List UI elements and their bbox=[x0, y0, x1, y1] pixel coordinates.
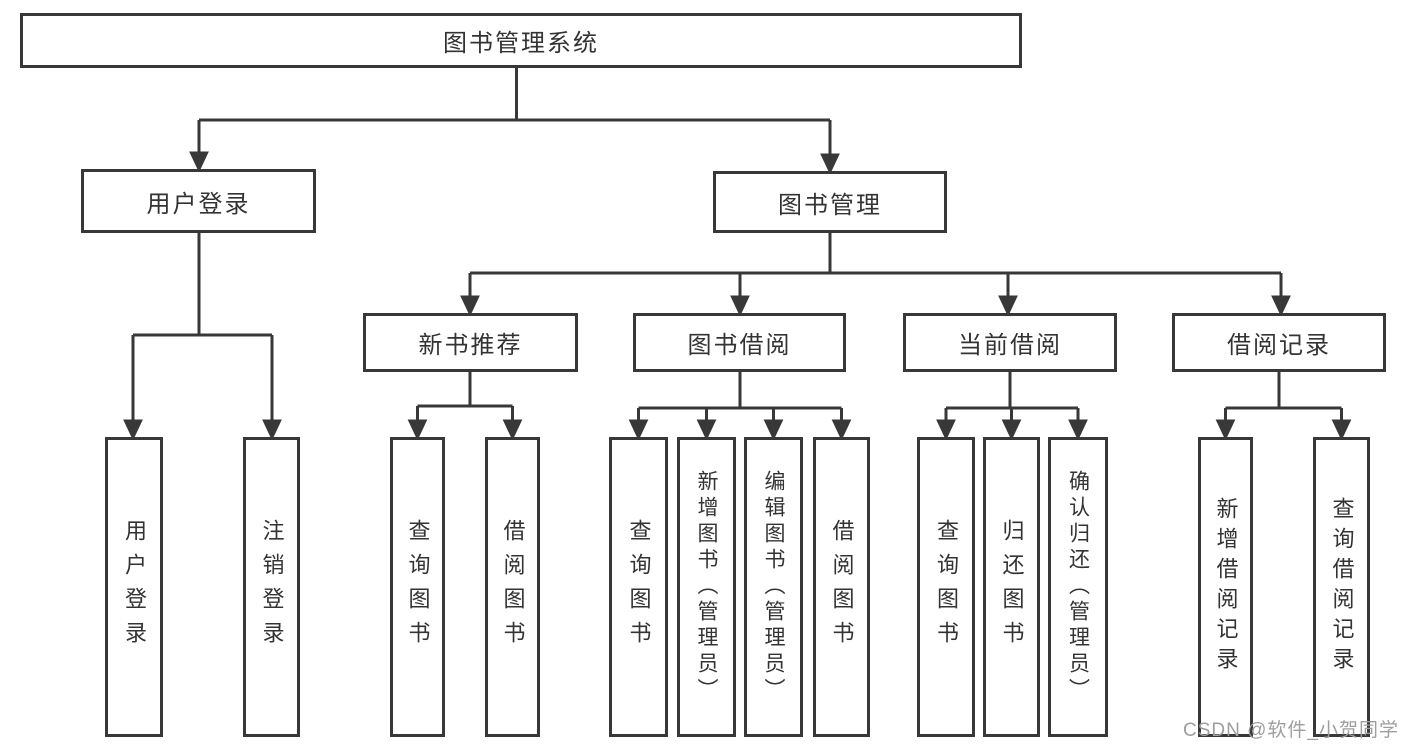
node-user-login: 用户登录 bbox=[81, 169, 316, 233]
node-label: 用户登录 bbox=[146, 190, 251, 218]
node-current-borrowing: 当前借阅 bbox=[903, 313, 1117, 372]
leaf-label: 查询图书 bbox=[934, 519, 959, 655]
leaf-borrowing-borrow-books: 借阅图书 bbox=[813, 437, 870, 737]
node-new-book-recommendation: 新书推荐 bbox=[363, 313, 578, 372]
leaf-recommend-borrow-books: 借阅图书 bbox=[485, 437, 540, 737]
leaf-logout: 注销登录 bbox=[243, 437, 300, 737]
leaf-user-login: 用户登录 bbox=[105, 437, 163, 737]
node-label: 新书推荐 bbox=[418, 332, 523, 359]
node-borrowing-records: 借阅记录 bbox=[1172, 313, 1386, 372]
leaf-label: 新增借阅记录 bbox=[1213, 497, 1239, 677]
node-label: 图书管理系统 bbox=[443, 30, 599, 57]
leaf-borrowing-search-books: 查询图书 bbox=[609, 437, 668, 737]
node-library-management-system: 图书管理系统 bbox=[20, 13, 1022, 68]
leaf-borrowing-add-books-admin: 新增图书（管理员） bbox=[677, 437, 736, 737]
leaf-records-add-borrow-record: 新增借阅记录 bbox=[1198, 437, 1253, 737]
leaf-label: 归还图书 bbox=[999, 519, 1025, 655]
leaf-label: 注销登录 bbox=[259, 519, 285, 655]
leaf-current-confirm-return-admin: 确认归还（管理员） bbox=[1048, 437, 1108, 737]
leaf-label: 查询图书 bbox=[626, 519, 652, 655]
leaf-records-search-borrow-record: 查询借阅记录 bbox=[1313, 437, 1370, 737]
leaf-label: 借阅图书 bbox=[500, 519, 526, 655]
watermark: CSDN @软件_小贺同学 bbox=[1183, 720, 1399, 741]
leaf-current-search-books: 查询图书 bbox=[917, 437, 975, 737]
node-label: 当前借阅 bbox=[958, 332, 1062, 359]
node-book-management: 图书管理 bbox=[713, 171, 947, 233]
leaf-borrowing-edit-books-admin: 编辑图书（管理员） bbox=[744, 437, 803, 737]
node-label: 图书借阅 bbox=[687, 332, 792, 359]
leaf-recommend-search-books: 查询图书 bbox=[390, 437, 445, 737]
leaf-label: 查询借阅记录 bbox=[1329, 497, 1355, 677]
leaf-label: 用户登录 bbox=[122, 519, 147, 655]
leaf-current-return-books: 归还图书 bbox=[983, 437, 1040, 737]
node-book-borrowing: 图书借阅 bbox=[633, 313, 846, 372]
leaf-label: 确认归还（管理员） bbox=[1066, 470, 1090, 704]
leaf-label: 编辑图书（管理员） bbox=[762, 470, 785, 704]
node-label: 图书管理 bbox=[778, 191, 882, 219]
leaf-label: 查询图书 bbox=[405, 519, 431, 655]
node-label: 借阅记录 bbox=[1227, 332, 1331, 359]
leaf-label: 借阅图书 bbox=[829, 519, 855, 655]
leaf-label: 新增图书（管理员） bbox=[695, 470, 718, 704]
